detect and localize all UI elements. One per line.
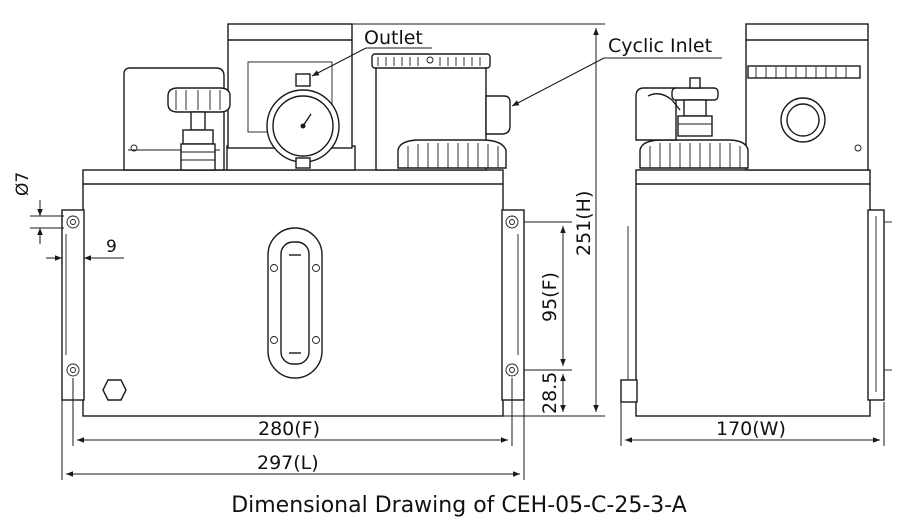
side-valve [671, 77, 719, 137]
hole-diameter-label: Ø7 [13, 172, 33, 196]
drawing-caption: Dimensional Drawing of CEH-05-C-25-3-A [231, 493, 687, 518]
front-width-label: 280(F) [258, 418, 320, 440]
side-control-box [635, 87, 681, 141]
filler-cap [397, 139, 507, 169]
left-mount-bracket [61, 209, 85, 401]
outlet-leader [311, 47, 367, 77]
side-mount-bracket [867, 209, 892, 401]
side-motor-housing [745, 23, 869, 171]
level-gauge-window [267, 227, 323, 379]
side-width-label: 170(W) [716, 418, 786, 440]
mount-spacing-label: 95(F) [539, 272, 561, 322]
front-view [61, 23, 525, 417]
outlet-label: Outlet [364, 27, 423, 49]
dimension-lines [30, 23, 885, 480]
cyclic-inlet-leader [511, 57, 605, 107]
total-length-label: 297(L) [257, 452, 319, 474]
side-drain-fitting [620, 379, 638, 403]
valve-knob [167, 87, 231, 171]
right-mount-bracket [501, 209, 525, 401]
mount-bottom-label: 28.5 [539, 372, 561, 414]
height-label: 251(H) [573, 191, 595, 256]
side-tank-body [635, 169, 871, 417]
side-view [620, 23, 892, 417]
cyclic-inlet-label: Cyclic Inlet [608, 35, 712, 57]
pressure-gauge [266, 73, 340, 169]
side-filler-cap [639, 139, 749, 169]
hole-offset-label: 9 [106, 237, 117, 257]
drain-plug [102, 379, 127, 401]
